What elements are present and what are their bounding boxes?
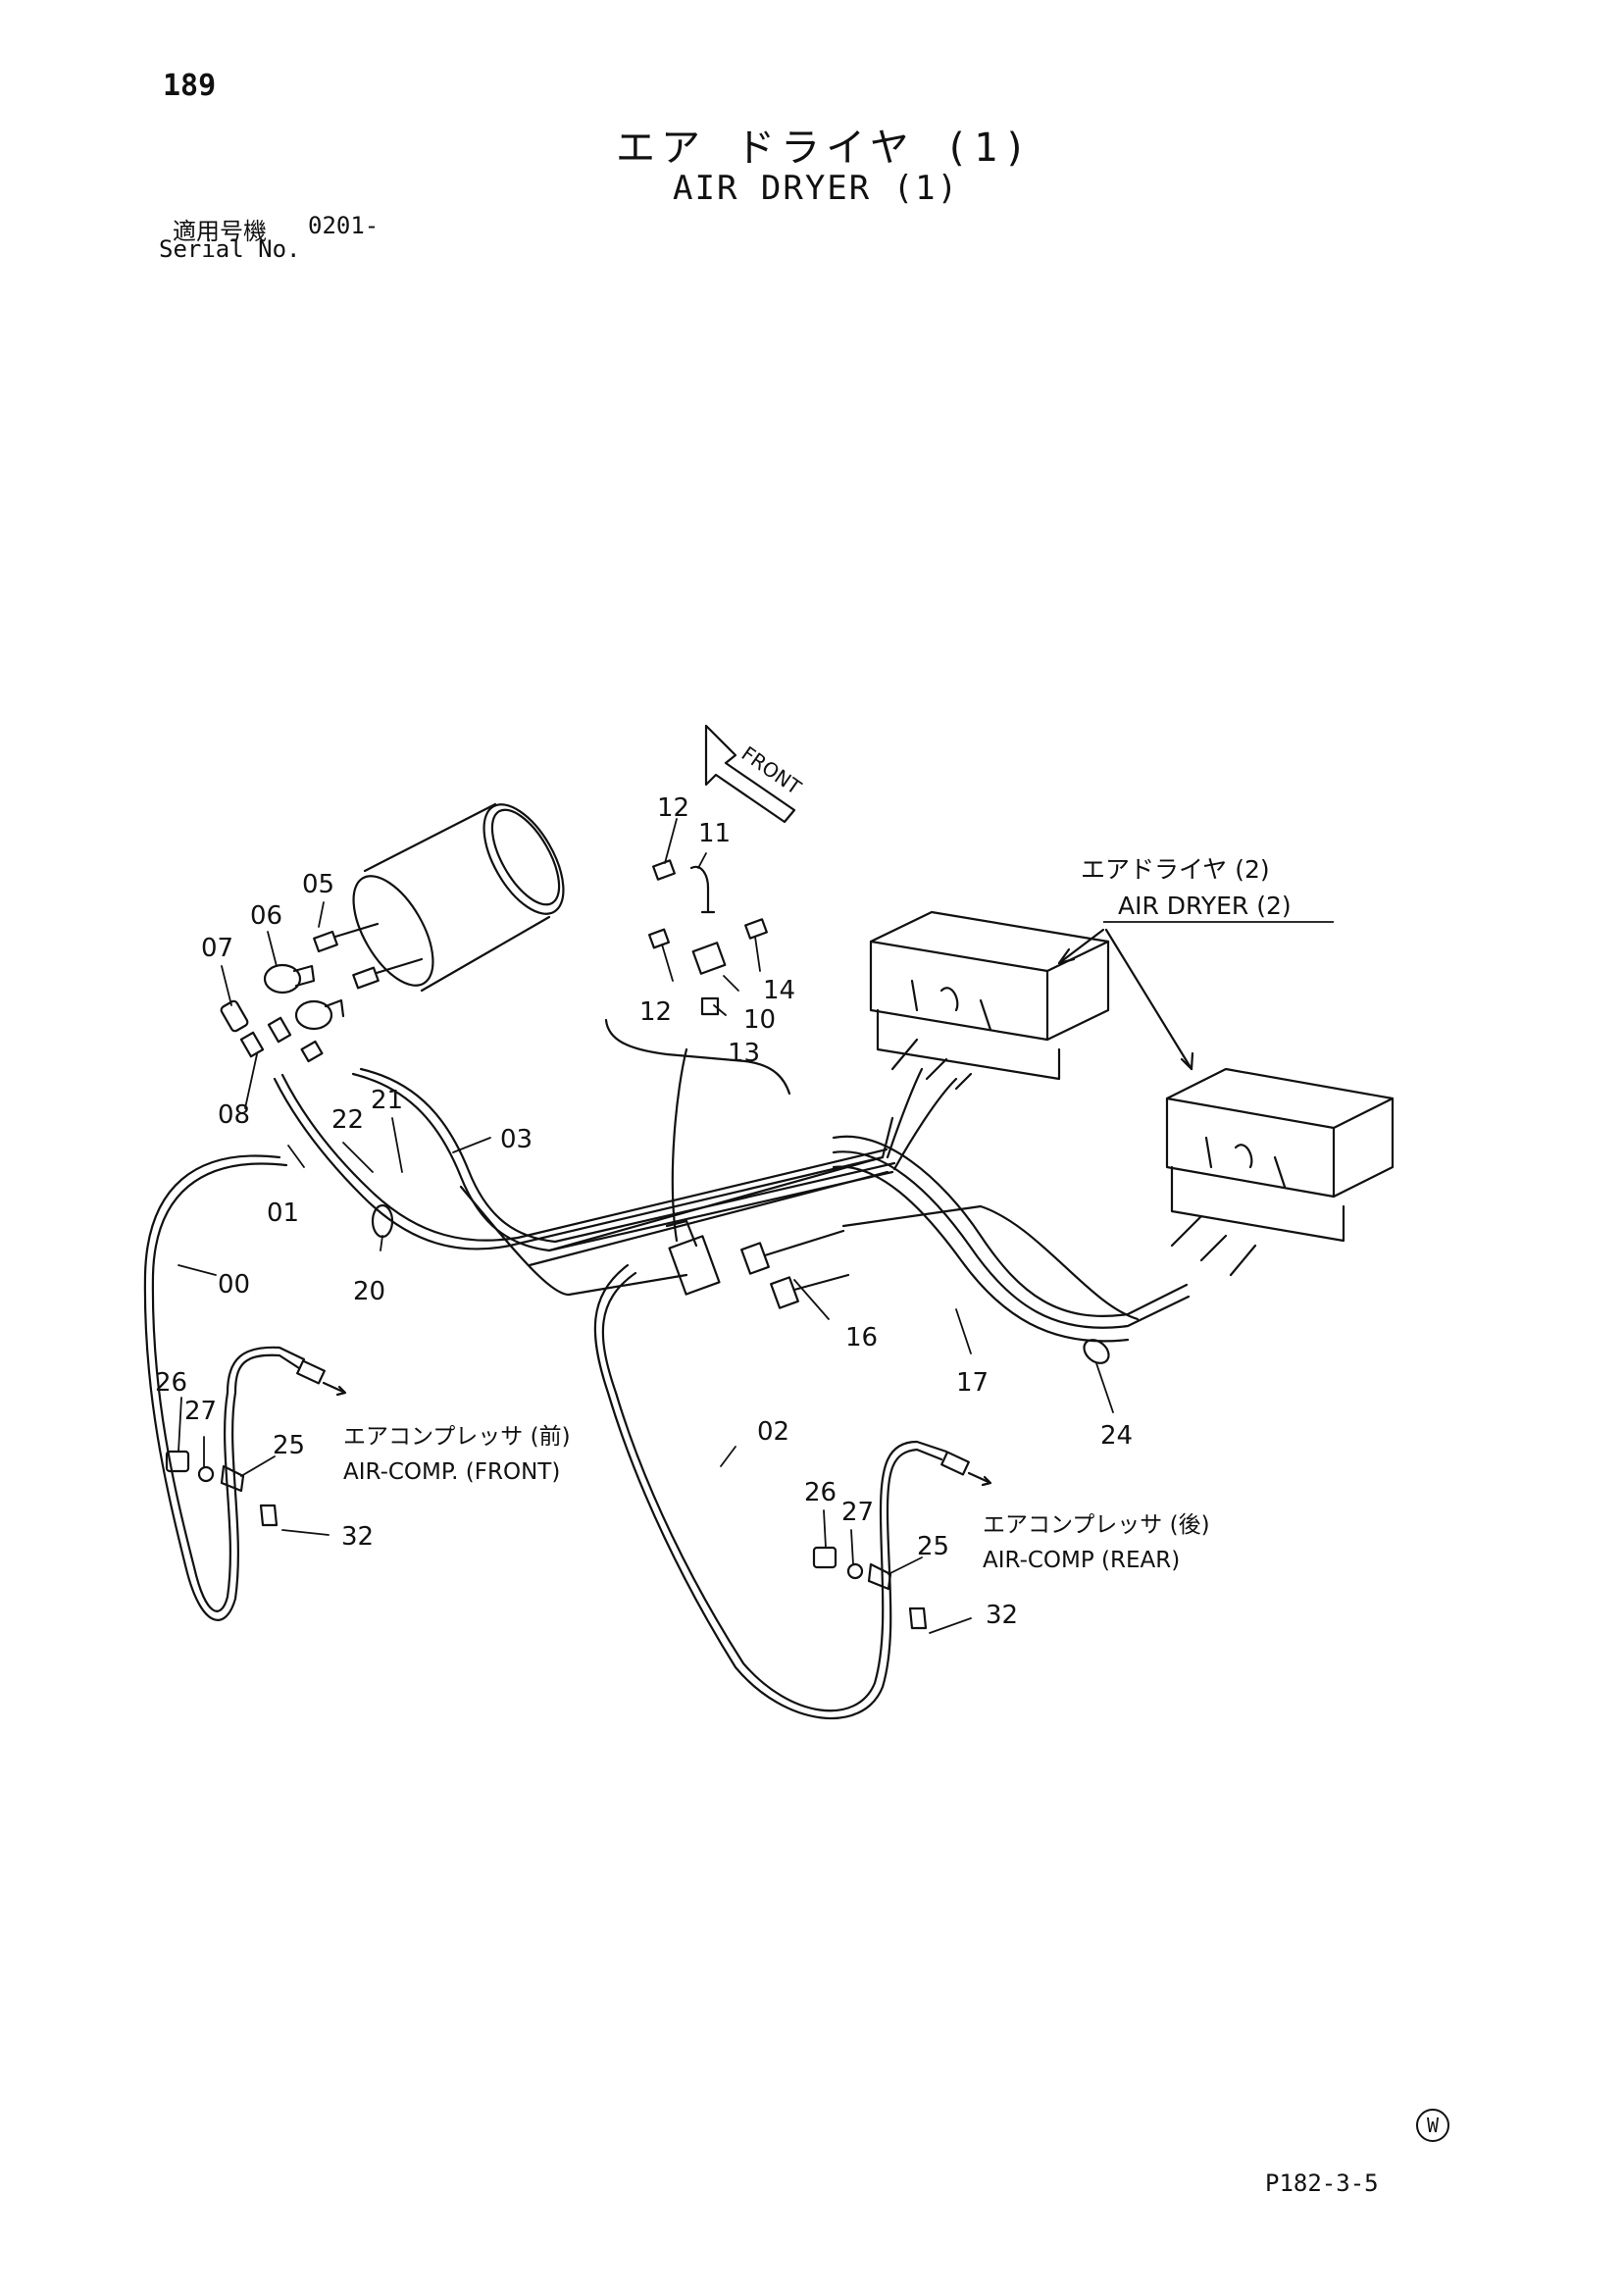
page-title-japanese: エア ドライヤ (1): [616, 126, 1034, 171]
rear-comp-pipe: [886, 1448, 943, 1512]
part-label-00: 00: [218, 1270, 250, 1300]
part-label-27-front: 27: [184, 1397, 217, 1426]
air-tank: [352, 802, 565, 993]
air-comp-rear-label-en: AIR-COMP (REAR): [983, 1548, 1180, 1573]
part-label-01: 01: [267, 1199, 299, 1228]
part-label-20: 20: [353, 1277, 385, 1306]
dryer2-leader-1: [1057, 928, 1105, 965]
hose-17: [832, 1135, 1189, 1317]
part-label-27-rear: 27: [841, 1498, 874, 1527]
part-label-05: 05: [302, 870, 334, 899]
air-comp-front-label-ja: エアコンプレッサ (前): [343, 1424, 571, 1450]
hose-02: [593, 1263, 892, 1719]
part-label-02: 02: [757, 1417, 789, 1447]
part-label-12-upper: 12: [657, 793, 689, 823]
serial-label-english: Serial No.: [159, 235, 301, 263]
drawing-code: P182-3-5: [1265, 2169, 1379, 2197]
air-dryer-2-upper: [869, 910, 1110, 1081]
part-label-25-front: 25: [273, 1431, 305, 1460]
part-label-10: 10: [743, 1005, 776, 1035]
front-arrow: [704, 724, 796, 824]
hose-01: [273, 1077, 885, 1250]
inset-bracket: [604, 1018, 791, 1096]
part-label-32-front: 32: [341, 1522, 374, 1552]
serial-label-japanese: 適用号機: [173, 218, 267, 245]
part-label-32-rear: 32: [986, 1601, 1018, 1630]
air-comp-front-label-en: AIR-COMP. (FRONT): [343, 1459, 560, 1485]
part-label-11: 11: [698, 819, 731, 848]
hose-03: [351, 1072, 894, 1252]
page-number: 189: [163, 69, 217, 103]
inset-parts: [647, 859, 768, 1016]
part-label-07: 07: [201, 934, 233, 963]
air-dryer-2-label-en: AIR DRYER (2): [1118, 892, 1292, 920]
w-mark: W: [1416, 2109, 1449, 2142]
part-label-26-front: 26: [155, 1368, 187, 1398]
air-dryer-2-lower: [1165, 1067, 1395, 1243]
front-comp-pipe: [233, 1353, 301, 1395]
page-title-english: AIR DRYER (1): [673, 169, 960, 208]
part-label-24: 24: [1100, 1421, 1133, 1451]
air-comp-rear-label-ja: エアコンプレッサ (後): [983, 1512, 1210, 1538]
part-label-06: 06: [250, 901, 282, 931]
part-label-14: 14: [763, 976, 795, 1005]
part-label-17: 17: [956, 1368, 989, 1398]
dryer2-leader-2: [1104, 928, 1193, 1071]
part-label-12-lower: 12: [639, 997, 672, 1027]
part-label-25-rear: 25: [917, 1532, 949, 1561]
central-block: [668, 1235, 721, 1296]
air-dryer-2-label-ja: エアドライヤ (2): [1081, 855, 1270, 884]
part-label-26-rear: 26: [804, 1478, 837, 1507]
part-label-03: 03: [500, 1125, 533, 1154]
part-label-13: 13: [728, 1039, 760, 1068]
part-label-21: 21: [371, 1086, 403, 1115]
serial-value: 0201-: [308, 212, 380, 239]
part-label-08: 08: [218, 1100, 250, 1130]
hose-00: [143, 1154, 281, 1621]
part-label-22: 22: [331, 1105, 364, 1135]
tank-fittings: [220, 922, 424, 1063]
front-label: FRONT: [737, 741, 806, 799]
part-label-16: 16: [845, 1323, 878, 1352]
